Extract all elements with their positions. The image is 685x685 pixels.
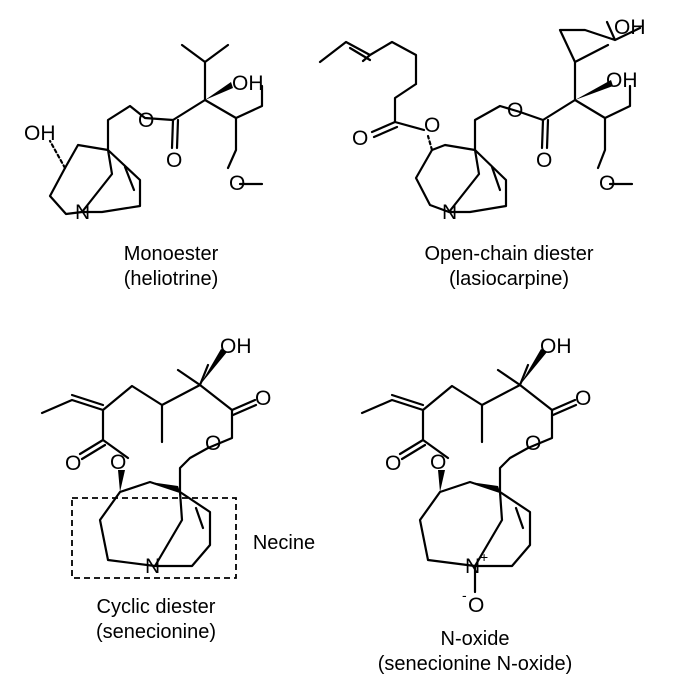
- ring-double-bond: [490, 165, 502, 192]
- ring-double-bond: [194, 506, 205, 530]
- atom-n: N: [75, 201, 90, 224]
- atom-o-carbonyl: O: [352, 127, 368, 150]
- hydroxyl-wedge: [520, 349, 547, 385]
- structure-senecionine-n-oxide: OH O O O O N + O - N-oxide (senecionine …: [360, 335, 591, 675]
- atom-oh: OH: [232, 72, 264, 95]
- structure-alias: (senecionine N-oxide): [378, 653, 573, 675]
- ring-double-bond: [514, 506, 525, 530]
- alkene-double-bond: [390, 393, 425, 407]
- atom-o-methoxy: O: [599, 172, 615, 195]
- hydroxyl-wedge: [200, 349, 227, 385]
- structure-name: Cyclic diester: [97, 596, 216, 618]
- necine-ring-bonds: [414, 143, 508, 214]
- atom-oh: OH: [24, 122, 56, 145]
- atom-o-ester: O: [205, 432, 221, 455]
- bridge-wedge: [150, 482, 180, 492]
- atom-o-ester: O: [424, 114, 440, 137]
- ester-wedge: [438, 470, 445, 492]
- structure-heliotrine: OH N O O OH O Monoester (heliotrine): [24, 43, 264, 290]
- necine-highlight-box: [71, 497, 237, 579]
- atom-o-ester: O: [525, 432, 541, 455]
- carbonyl-bond: [540, 118, 550, 150]
- macrocycle-bonds: [360, 363, 554, 460]
- atom-oh: OH: [540, 335, 572, 358]
- atom-n: N: [465, 555, 480, 578]
- carbonyl-bond: [170, 118, 180, 150]
- atom-n: N: [145, 555, 160, 578]
- macrocycle-bonds: [40, 363, 234, 460]
- atom-n: N: [442, 201, 457, 224]
- atom-o-carbonyl: O: [536, 149, 552, 172]
- atom-o-carbonyl: O: [575, 387, 591, 410]
- angelate-double-bond: [348, 46, 372, 62]
- atom-o-ester: O: [110, 451, 126, 474]
- methoxy-branch-bonds: [573, 84, 634, 186]
- structure-name: Monoester: [124, 243, 219, 265]
- structure-name: Open-chain diester: [425, 243, 594, 265]
- hydroxyl-wedge: [205, 82, 233, 100]
- atom-o-oxide: O: [468, 594, 484, 617]
- atom-o-ester: O: [507, 99, 523, 122]
- atom-o-carbonyl: O: [166, 149, 182, 172]
- carbonyl-bond: [370, 120, 399, 139]
- atom-o-carbonyl: O: [385, 452, 401, 475]
- ring-double-bond: [123, 165, 136, 192]
- methoxy-branch-bonds: [203, 84, 264, 186]
- atom-o-carbonyl: O: [255, 387, 271, 410]
- charge-minus: -: [462, 587, 467, 603]
- atom-o-carbonyl: O: [65, 452, 81, 475]
- alkene-double-bond: [70, 393, 105, 407]
- atom-oh: OH: [614, 16, 646, 39]
- ester-chain-bonds: [106, 43, 230, 152]
- atom-o-ester: O: [430, 451, 446, 474]
- atom-oh: OH: [220, 335, 252, 358]
- bridge-wedge: [470, 482, 500, 492]
- ester-wedge: [118, 470, 125, 492]
- atom-oh: OH: [606, 69, 638, 92]
- structure-name: N-oxide: [441, 628, 510, 650]
- carbonyl-bond: [78, 398, 258, 461]
- structure-senecionine: OH O O O O N Necine Cyclic diester (sene…: [40, 335, 315, 643]
- ester-bond-dashed: [426, 134, 434, 152]
- angelate-bonds: [318, 40, 426, 132]
- necine-ring-bonds: [48, 143, 142, 216]
- structure-alias: (senecionine): [96, 621, 216, 643]
- structure-alias: (heliotrine): [124, 268, 218, 290]
- hydroxyl-wedge: [575, 80, 613, 100]
- charge-plus: +: [480, 549, 488, 565]
- atom-o-methoxy: O: [229, 172, 245, 195]
- structure-lasiocarpine: OH OH O O N O O O Open-chain diester (la…: [318, 16, 646, 290]
- necine-label: Necine: [253, 532, 315, 554]
- structure-alias: (lasiocarpine): [449, 268, 569, 290]
- hydroxyl-bond: [48, 139, 67, 170]
- atom-o-ester: O: [138, 109, 154, 132]
- carbonyl-bond: [398, 398, 578, 461]
